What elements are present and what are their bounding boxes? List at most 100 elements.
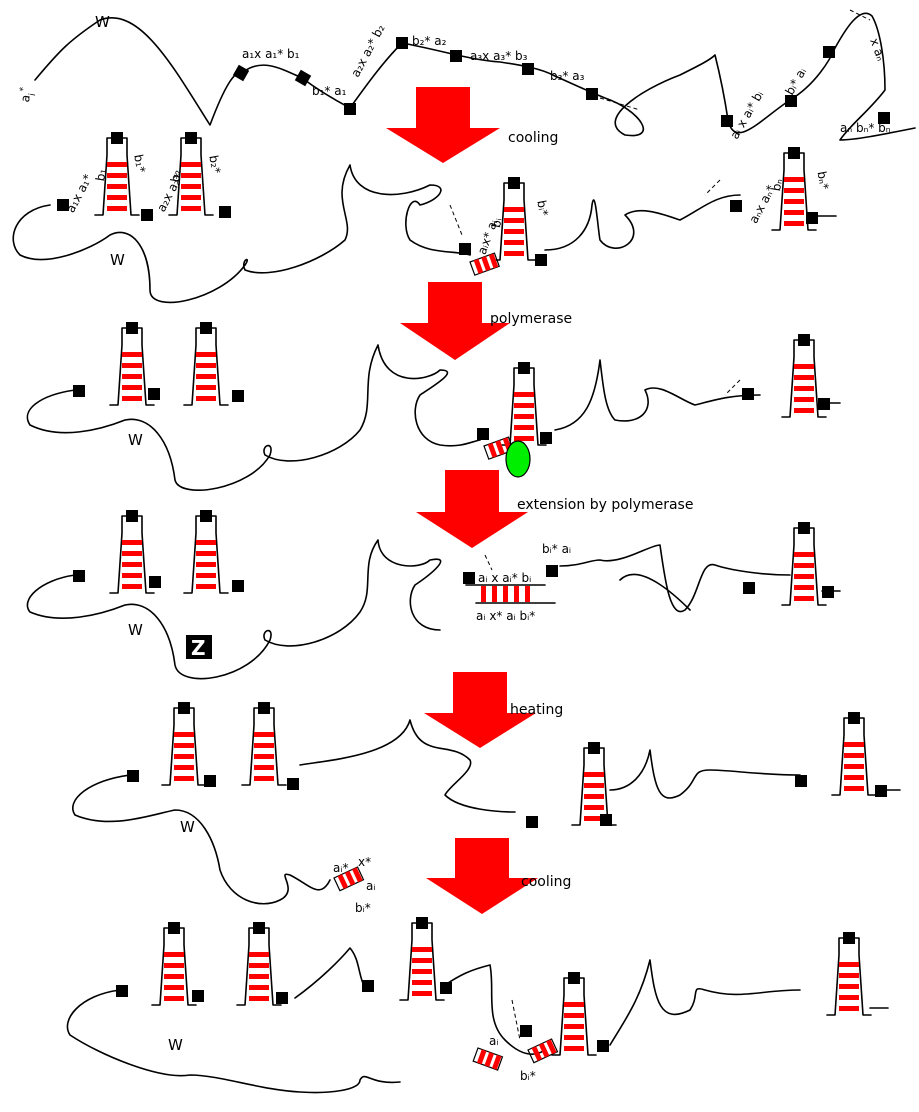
- marker: [73, 570, 85, 582]
- row-1-domain-labels: a₁x a₁* b₁ b₁* a₁ a₂x a₂* b₂ b₂* a₂ a₃x …: [242, 22, 891, 142]
- marker: [586, 88, 598, 100]
- z-label: Z: [191, 636, 206, 660]
- strand-w-label-row6: W: [168, 1036, 183, 1054]
- marker: [522, 63, 534, 75]
- marker: [344, 103, 356, 115]
- row-6-cooling: bᵢ* aᵢ W: [66, 916, 889, 1094]
- free-ai2-label: aᵢ: [366, 879, 376, 893]
- marker: [127, 770, 139, 782]
- primer-duplex-row6: [527, 1038, 559, 1064]
- marker: [546, 565, 558, 577]
- marker: [73, 385, 85, 397]
- domain-anbn: aₙ bₙ* bₙ: [840, 121, 891, 135]
- marker: [57, 199, 69, 211]
- hairpin-i-a-row6: [399, 916, 445, 1001]
- hairpin-2-row6: [236, 921, 282, 1006]
- marker: [540, 432, 552, 444]
- hairpin-1-row5: [161, 701, 207, 786]
- domain-biai: bᵢ* aᵢ: [782, 65, 809, 97]
- marker: [535, 254, 547, 266]
- free-x-label: x*: [358, 855, 371, 869]
- domain-anxan: x aₙ: [867, 36, 888, 63]
- marker: [232, 64, 250, 82]
- row6-ai-label: aᵢ: [489, 1034, 499, 1048]
- hairpin-2-row3: [183, 321, 229, 406]
- marker: [785, 95, 797, 107]
- svg-text:bᵢ*: bᵢ*: [534, 199, 551, 217]
- marker: [294, 69, 312, 87]
- step-label-cooling-1: cooling: [508, 130, 558, 146]
- domain-b2a2: b₂* a₂: [412, 34, 447, 48]
- row-1-markers: [232, 37, 890, 127]
- arrow-3: [416, 470, 528, 548]
- svg-text:bᵢ: bᵢ: [489, 217, 504, 229]
- svg-text:b₁*: b₁*: [131, 153, 148, 174]
- ai-star-label: ai*: [17, 86, 39, 104]
- marker: [192, 990, 204, 1002]
- marker: [450, 50, 462, 62]
- domain-a1xa1b1: a₁x a₁* b₁: [242, 47, 300, 61]
- marker: [743, 582, 755, 594]
- hairpin-n-row4: [781, 521, 827, 606]
- marker: [287, 778, 299, 790]
- domain-b1a1: b₁* a₁: [312, 84, 347, 98]
- marker: [116, 985, 128, 997]
- hairpin-n-row6: [826, 931, 872, 1016]
- marker: [597, 1040, 609, 1052]
- marker: [276, 992, 288, 1004]
- svg-text:b₂: b₂: [168, 168, 184, 183]
- arrow-5: [426, 838, 538, 914]
- step-label-cooling-2: cooling: [521, 874, 571, 890]
- extension-bottom-label: aᵢ x* aᵢ bᵢ*: [476, 609, 535, 623]
- hairpin-n-row5: [831, 711, 877, 796]
- domain-a2xa2b2: a₂x a₂* b₂: [348, 22, 387, 79]
- marker: [795, 775, 807, 787]
- row-2-hairpin-labels: a₁x a₁* b₁ b₁* a₂x a₂* b₂ b₂* aᵢx* aᵢ bᵢ…: [63, 153, 831, 256]
- marker: [878, 112, 890, 124]
- domain-a3xa3b3: a₃x a₃* b₃: [470, 49, 528, 63]
- step-label-extension: extension by polymerase: [517, 497, 693, 513]
- extension-right-label: bᵢ* aᵢ: [542, 542, 571, 556]
- marker: [149, 576, 161, 588]
- z-badge: [186, 635, 212, 659]
- hairpin-i-row3: [501, 361, 547, 446]
- hairpin-1-row3: [109, 321, 155, 406]
- marker: [232, 390, 244, 402]
- strand-w-label: W: [95, 13, 110, 31]
- marker: [463, 572, 475, 584]
- svg-text:a₁x a₁*: a₁x a₁*: [63, 172, 95, 215]
- extension-top-label: aᵢ x aᵢ* bᵢ: [478, 571, 531, 585]
- marker: [875, 785, 887, 797]
- hairpin-1-row6: [151, 921, 197, 1006]
- free-primer-row6: [472, 1047, 504, 1071]
- marker: [362, 980, 374, 992]
- hairpin-i-b-row6: [551, 971, 597, 1056]
- marker: [742, 388, 754, 400]
- svg-text:bₙ*: bₙ*: [815, 170, 832, 191]
- marker: [459, 243, 471, 255]
- step-label-polymerase: polymerase: [490, 311, 572, 327]
- marker: [396, 37, 408, 49]
- marker: [600, 814, 612, 826]
- strand-w-label-row4: W: [128, 621, 143, 639]
- marker: [520, 1025, 532, 1037]
- hairpin-1-row4: [109, 509, 155, 594]
- marker: [204, 775, 216, 787]
- domain-b3a3: b₃* a₃: [550, 69, 585, 83]
- strand-w-label-row2: W: [110, 251, 125, 269]
- marker: [440, 982, 452, 994]
- arrow-4: [424, 672, 536, 748]
- marker: [730, 200, 742, 212]
- row-4-extension: aᵢ x aᵢ* bᵢ aᵢ x* aᵢ bᵢ* bᵢ* aᵢ W Z: [26, 509, 841, 680]
- marker: [823, 46, 835, 58]
- step-label-heating: heating: [510, 702, 563, 718]
- primer-duplex-row2: [469, 252, 500, 276]
- domain-aixaibi: aᵢ x aᵢ* bᵢ: [727, 88, 766, 141]
- marker: [526, 816, 538, 828]
- marker: [806, 212, 818, 224]
- polymerase-icon: [505, 440, 531, 478]
- free-primer-fragment: [333, 866, 365, 892]
- strand-w-label-row5: W: [180, 818, 195, 836]
- process-arrows: [386, 87, 538, 914]
